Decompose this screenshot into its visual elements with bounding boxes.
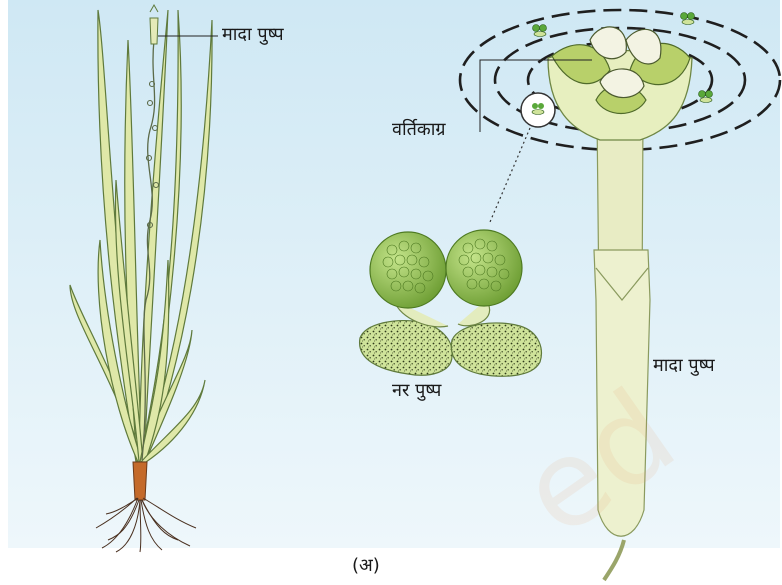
label-female-flower-top: मादा पुष्प [222, 26, 284, 44]
label-female-flower-right: मादा पुष्प [653, 357, 715, 375]
female-flower-bud [150, 18, 158, 44]
label-male-flower: नर पुष्प [392, 382, 441, 400]
sepal-right [451, 323, 541, 376]
figure-caption: (अ) [352, 557, 380, 575]
label-stigma: वर्तिकाग्र [392, 121, 446, 139]
plant-base [133, 462, 147, 500]
magnifier-circle [521, 93, 555, 127]
